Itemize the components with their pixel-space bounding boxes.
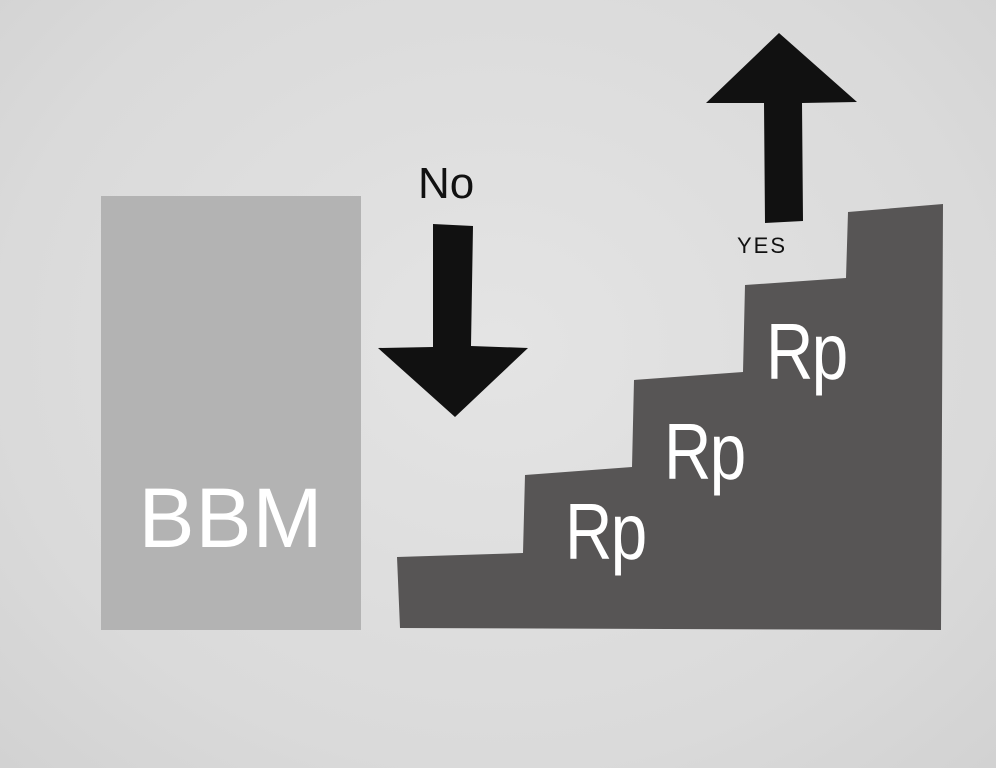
yes-label: YES	[737, 233, 788, 258]
up-arrow-icon	[706, 33, 857, 223]
down-arrow-icon	[378, 224, 528, 417]
step-label-2: Rp	[664, 407, 746, 496]
no-label: No	[418, 159, 475, 208]
staircase	[397, 204, 943, 630]
step-label-3: Rp	[766, 307, 848, 396]
bbm-label: BBM	[138, 471, 324, 565]
step-label-1: Rp	[565, 487, 647, 576]
bbm-box: BBM	[101, 196, 361, 630]
